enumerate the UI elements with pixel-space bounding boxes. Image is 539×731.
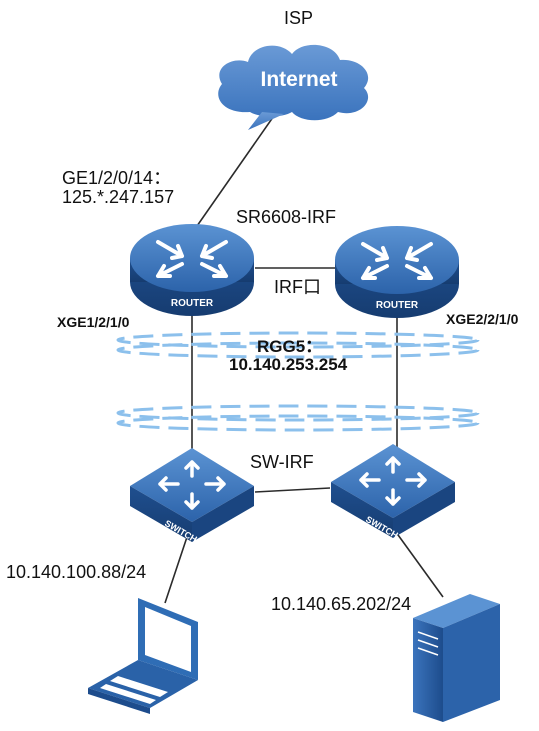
router-right: ROUTER <box>335 226 459 318</box>
switch-left: SWITCH <box>130 448 254 544</box>
link-switch-switch <box>254 487 331 493</box>
switch-arrows-icon <box>359 456 427 506</box>
link-switch-laptop <box>164 527 191 604</box>
router-group-label: SR6608-IRF <box>236 207 337 227</box>
router-arrows-icon <box>361 242 433 280</box>
server-ip-label: 10.140.65.202/24 <box>271 594 412 614</box>
router-right-caption: ROUTER <box>376 300 419 311</box>
router-right-port-label: XGE2/2/1/0 <box>446 311 519 327</box>
laptop-icon <box>88 598 198 714</box>
router-left: ROUTER <box>130 224 254 316</box>
internet-cloud: Internet <box>218 44 369 130</box>
isp-label: ISP <box>284 8 314 28</box>
laptop-ip-label: 10.140.100.88/24 <box>6 562 147 582</box>
cloud-text: Internet <box>260 68 337 91</box>
rgg-label: RGG5： <box>257 337 323 356</box>
link-cloud-router <box>196 109 279 227</box>
router-left-caption: ROUTER <box>171 298 214 309</box>
rgg-ring-lower <box>116 404 480 432</box>
switch-group-label: SW-IRF <box>250 452 314 472</box>
wan-port-label: GE1/2/0/14： <box>62 168 172 188</box>
switch-right: SWITCH <box>331 444 455 540</box>
irf-link-label: IRF口 <box>274 277 321 297</box>
switch-arrows-icon <box>158 460 226 510</box>
rgg-ring-upper <box>116 331 480 359</box>
server-icon <box>413 594 500 722</box>
rgg-ip-label: 10.140.253.254 <box>229 355 348 374</box>
router-arrows-icon <box>156 240 228 278</box>
router-left-port-label: XGE1/2/1/0 <box>57 314 130 330</box>
wan-ip-label: 125.*.247.157 <box>62 187 175 207</box>
link-switch-server <box>392 527 444 598</box>
